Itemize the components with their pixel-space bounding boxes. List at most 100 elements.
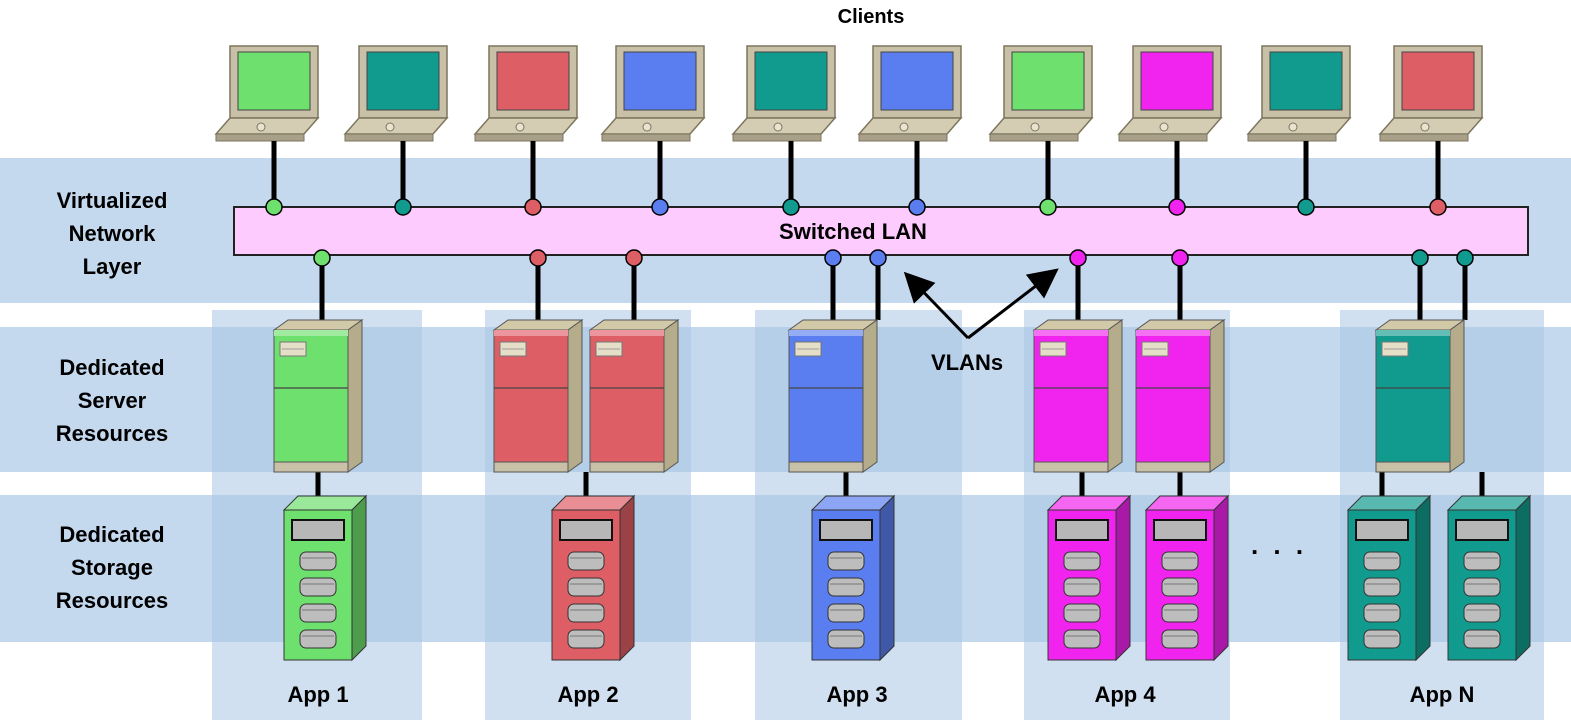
server-side bbox=[347, 319, 363, 473]
laptop-screen bbox=[1140, 51, 1214, 111]
storage-disk-4 bbox=[1063, 629, 1101, 649]
server-side bbox=[1209, 319, 1225, 473]
laptop-base bbox=[343, 117, 449, 135]
lan-port bbox=[394, 198, 412, 216]
storage-disk-4 bbox=[1463, 629, 1501, 649]
laptop-screen bbox=[237, 51, 311, 111]
vlan-arrows bbox=[903, 268, 1059, 340]
laptop-base bbox=[731, 117, 837, 135]
storage-disk-1 bbox=[1463, 551, 1501, 571]
storage-disk-2 bbox=[1363, 577, 1401, 597]
storage-disk-3 bbox=[1363, 603, 1401, 623]
server-resources-label: Dedicated Server Resources bbox=[12, 351, 212, 450]
lan-port bbox=[625, 249, 643, 267]
network-layer-label: Virtualized Network Layer bbox=[12, 184, 212, 283]
storage-side bbox=[1115, 494, 1131, 662]
app-label-4: App 4 bbox=[1094, 682, 1156, 707]
laptop-base bbox=[600, 117, 706, 135]
app-stack-4 bbox=[1069, 249, 1189, 500]
lan-port bbox=[1168, 198, 1186, 216]
laptop-base bbox=[988, 117, 1094, 135]
laptop-base-edge bbox=[989, 133, 1079, 142]
server-resources-label-line1: Dedicated bbox=[59, 355, 165, 380]
storage-disk-4 bbox=[1161, 629, 1199, 649]
app-label-2: App 2 bbox=[557, 682, 619, 707]
storage-disk-1 bbox=[827, 551, 865, 571]
storage-disk-3 bbox=[827, 603, 865, 623]
laptop-screen bbox=[623, 51, 697, 111]
app-label-n: App N bbox=[1409, 682, 1475, 707]
network-layer-label-line1: Virtualized bbox=[56, 188, 168, 213]
storage-disk-1 bbox=[1063, 551, 1101, 571]
storage-3-1 bbox=[810, 494, 896, 662]
app-stack-5 bbox=[1379, 249, 1485, 500]
storage-resources-label: Dedicated Storage Resources bbox=[12, 518, 212, 617]
network-layer-label-line2: Network bbox=[68, 221, 156, 246]
laptop-base-edge bbox=[474, 133, 564, 142]
storage-side bbox=[1515, 494, 1531, 662]
server-plinth bbox=[1033, 461, 1109, 473]
lan-port bbox=[869, 249, 887, 267]
laptop-base bbox=[214, 117, 320, 135]
storage-disk-1 bbox=[299, 551, 337, 571]
storage-display bbox=[1055, 519, 1109, 541]
client-laptop-8 bbox=[1117, 45, 1223, 216]
server-top bbox=[1134, 319, 1226, 331]
server-1-1 bbox=[272, 319, 364, 473]
server-top bbox=[492, 319, 584, 331]
laptop-base bbox=[857, 117, 963, 135]
storage-display bbox=[559, 519, 613, 541]
app-stack-2 bbox=[529, 249, 643, 500]
laptop-trackpad bbox=[1030, 122, 1040, 132]
laptop-trackpad bbox=[256, 122, 266, 132]
server-top bbox=[588, 319, 680, 331]
server-top bbox=[787, 319, 879, 331]
laptop-trackpad bbox=[1159, 122, 1169, 132]
storage-side bbox=[351, 494, 367, 662]
storage-resources-label-line2: Storage bbox=[71, 555, 153, 580]
storage-1-1 bbox=[282, 494, 368, 662]
server-bezel bbox=[1136, 330, 1210, 336]
storage-disk-3 bbox=[567, 603, 605, 623]
server-top bbox=[272, 319, 364, 331]
server-3-1 bbox=[787, 319, 879, 473]
laptop-base bbox=[1117, 117, 1223, 135]
client-laptop-10 bbox=[1378, 45, 1484, 216]
laptop-screen bbox=[366, 51, 440, 111]
client-laptop-4 bbox=[600, 45, 706, 216]
lan-port bbox=[782, 198, 800, 216]
laptop-trackpad bbox=[1420, 122, 1430, 132]
storage-disk-1 bbox=[1363, 551, 1401, 571]
switched-lan-label: Switched LAN bbox=[779, 219, 927, 244]
server-4-2 bbox=[1134, 319, 1226, 473]
laptop-base-edge bbox=[732, 133, 822, 142]
server-plinth bbox=[273, 461, 349, 473]
storage-side bbox=[619, 494, 635, 662]
server-bezel bbox=[590, 330, 664, 336]
storage-side bbox=[1415, 494, 1431, 662]
laptop-trackpad bbox=[1288, 122, 1298, 132]
laptop-screen bbox=[1401, 51, 1475, 111]
client-laptop-3 bbox=[473, 45, 579, 216]
client-laptop-1 bbox=[214, 45, 320, 216]
laptop-base bbox=[473, 117, 579, 135]
server-5-1 bbox=[1374, 319, 1466, 473]
laptop-screen bbox=[880, 51, 954, 111]
lan-port bbox=[265, 198, 283, 216]
storage-disk-1 bbox=[1161, 551, 1199, 571]
server-bezel bbox=[1034, 330, 1108, 336]
storage-display bbox=[291, 519, 345, 541]
server-side bbox=[1449, 319, 1465, 473]
storage-side bbox=[879, 494, 895, 662]
server-2-2 bbox=[588, 319, 680, 473]
lan-port bbox=[524, 198, 542, 216]
switched-lan-bar bbox=[233, 206, 1529, 256]
laptop-trackpad bbox=[899, 122, 909, 132]
server-side bbox=[663, 319, 679, 473]
laptop-base bbox=[1246, 117, 1352, 135]
app-label-1: App 1 bbox=[287, 682, 349, 707]
storage-display bbox=[1153, 519, 1207, 541]
lan-port bbox=[1456, 249, 1474, 267]
storage-disk-4 bbox=[1363, 629, 1401, 649]
